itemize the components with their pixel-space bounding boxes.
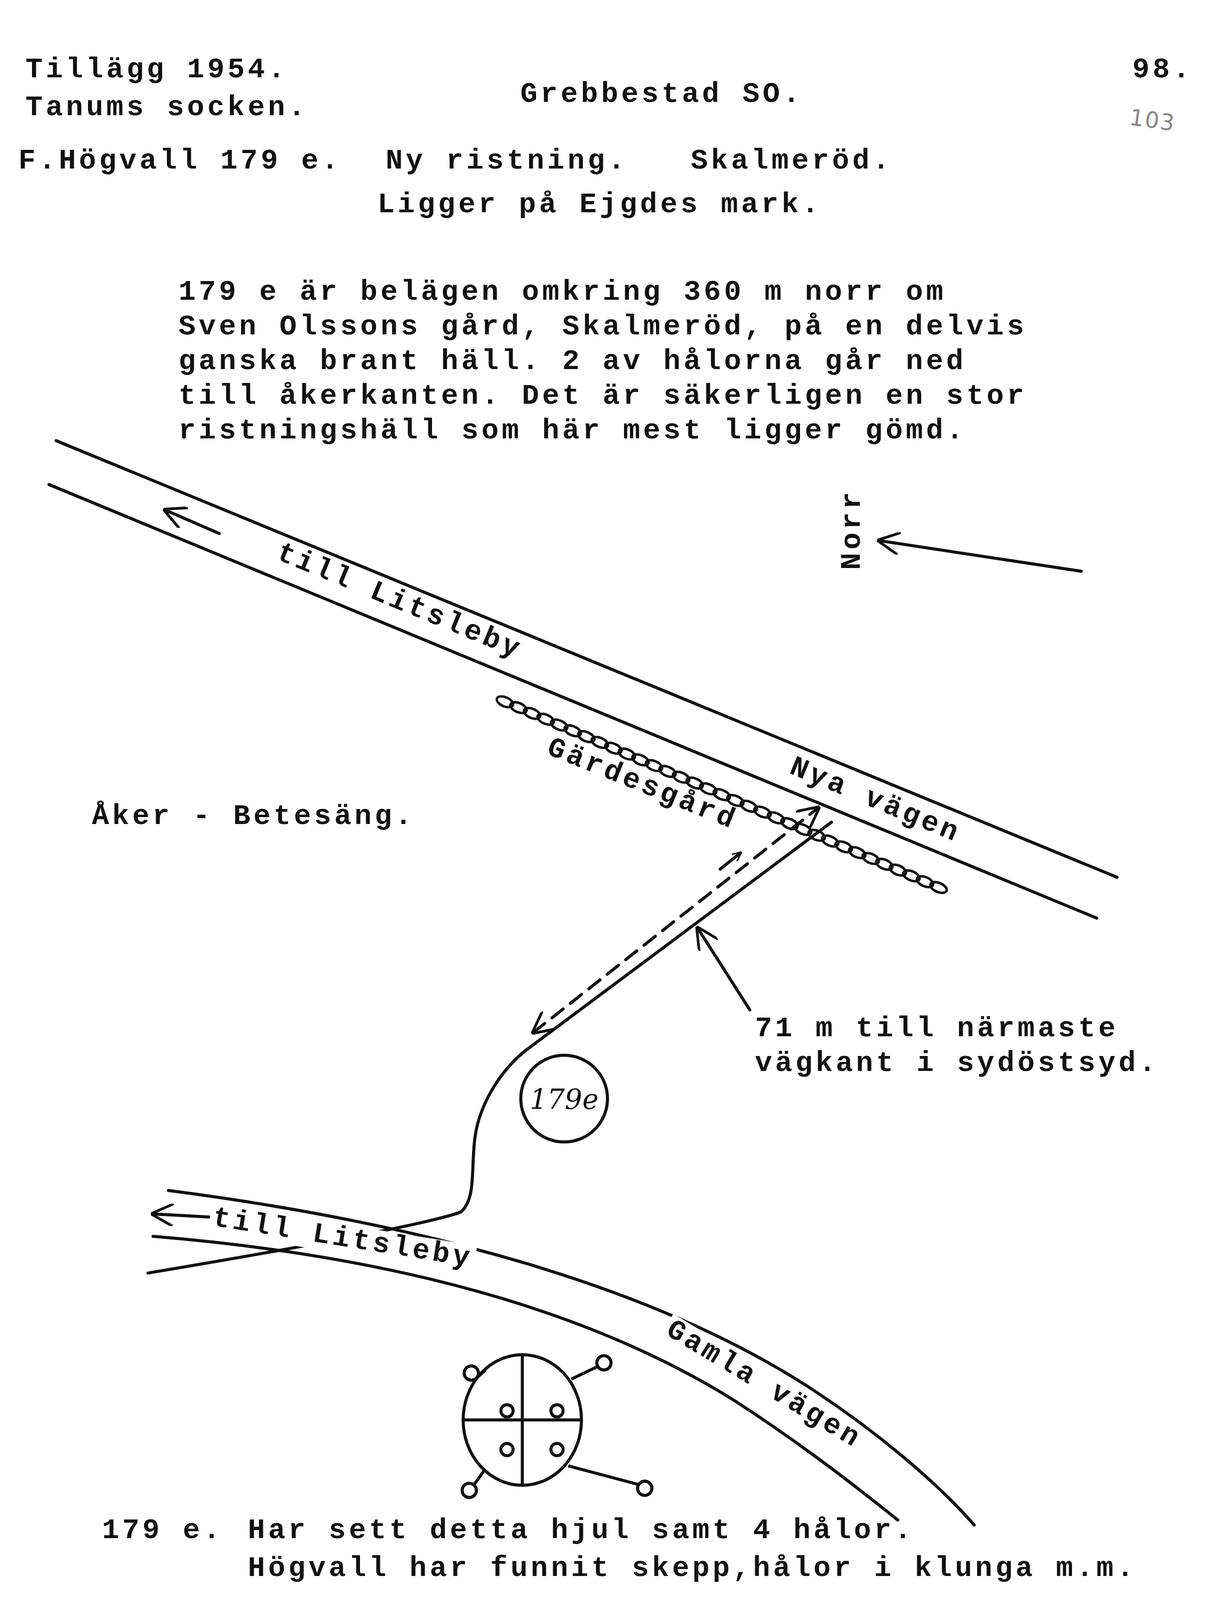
north-arrow <box>879 540 1082 572</box>
new-road-edge <box>56 440 1117 878</box>
old-road-edge <box>168 1190 975 1525</box>
measured-line <box>533 808 819 1033</box>
old-road-edge <box>153 1236 898 1521</box>
place-name: Skalmeröd. <box>690 144 893 179</box>
north-label: Norr <box>837 485 867 573</box>
finding-note: Har sett detta hjul samt 4 hålor. <box>248 1513 915 1549</box>
site-status: Ny ristning. <box>385 144 629 179</box>
site-description: 179 e är belägen omkring 360 m norr om S… <box>178 275 1046 449</box>
site-number: F.Högvall 179 e. <box>18 144 342 179</box>
road-label: till Litsleby <box>269 537 530 667</box>
header-note: Tillägg 1954. <box>25 52 289 88</box>
road-label: till Litsleby <box>207 1203 478 1275</box>
page-number: 98. <box>1132 52 1194 88</box>
wall-stone <box>928 880 949 896</box>
land-owner: Ligger på Ejgdes mark. <box>377 187 822 223</box>
map-sheet: Grebbestad SO. <box>520 77 803 113</box>
finding-note: Högvall har funnit skepp,hålor i klunga … <box>248 1551 1138 1587</box>
road-name: Gamla vägen <box>658 1314 870 1457</box>
wheel-carving <box>461 1354 652 1498</box>
direction-arrow <box>153 1213 210 1218</box>
land-use: Åker - Betesäng. <box>91 800 415 835</box>
wall-label: Gärdesgård <box>540 732 745 837</box>
leader-arrow <box>697 928 750 1011</box>
pencil-number: 103 <box>1125 106 1180 136</box>
footpath <box>147 822 831 1274</box>
new-road-edge <box>49 484 1097 919</box>
site-circle: 179e <box>519 1053 610 1144</box>
distance-note: 71 m till närmaste vägkant i sydöstsyd. <box>754 1011 1183 1082</box>
site-number: 179 e. <box>101 1513 223 1549</box>
small-arrow <box>720 852 741 870</box>
site-number: 179e <box>529 1082 599 1115</box>
parish-name: Tanums socken. <box>25 90 309 126</box>
direction-arrow <box>165 509 220 534</box>
